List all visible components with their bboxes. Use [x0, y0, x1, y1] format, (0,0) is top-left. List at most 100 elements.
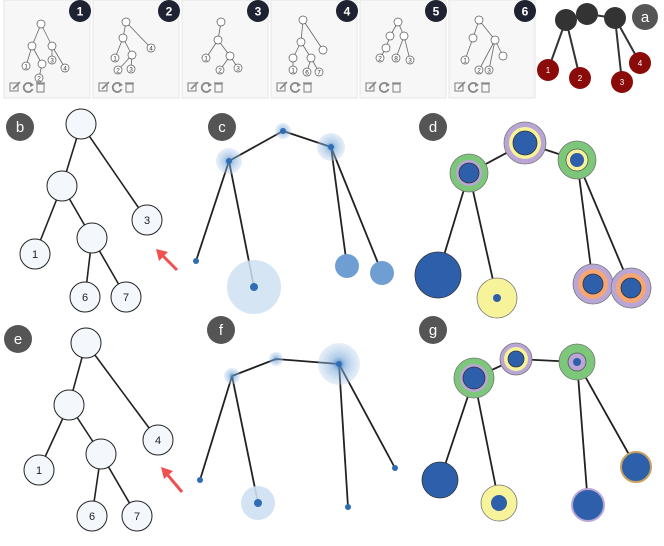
edit-icon[interactable]	[365, 81, 377, 92]
thumbnail-node	[47, 55, 57, 65]
thumbnail-leaf-label: 1	[204, 55, 208, 62]
panel-e-inner-node	[53, 389, 85, 421]
panel-a-leaf: 4	[629, 52, 651, 74]
thumbnail-leaf-label: 2	[116, 67, 120, 74]
refresh-icon[interactable]	[111, 82, 123, 93]
panel-b: 1 6 7 3 b	[6, 108, 179, 313]
thumbnail-leaf-label: 4	[149, 45, 153, 52]
thumbnail-leaf-label: 4	[63, 65, 67, 72]
svg-text:3: 3	[620, 78, 625, 87]
thumbnail-number-badge: 3	[247, 0, 269, 22]
trash-icon[interactable]	[36, 82, 45, 93]
panel-a-leaf: 1	[537, 59, 559, 81]
thumbnail-node	[393, 17, 403, 27]
node-dot	[336, 361, 342, 367]
thumbnail-number-badge: 6	[514, 0, 536, 22]
thumbnail-node	[302, 67, 312, 77]
thumbnail-node	[405, 55, 415, 65]
panel-b-leaf	[110, 281, 142, 313]
thumbnail-node	[474, 65, 484, 75]
refresh-icon[interactable]	[22, 82, 34, 93]
thumbnail-number-badge: 4	[336, 0, 358, 22]
refresh-icon[interactable]	[200, 82, 212, 93]
thumbnail-number-badge: 2	[158, 0, 180, 22]
thumbnail-leaf-label: 6	[305, 69, 309, 76]
thumbnail-node	[490, 35, 500, 45]
svg-text:6: 6	[522, 5, 529, 19]
refresh-icon[interactable]	[289, 82, 301, 93]
panel-b-leaf	[131, 204, 163, 236]
thumbnail-node	[34, 73, 44, 83]
panel-e-leaf	[76, 500, 108, 532]
svg-text:g: g	[429, 322, 437, 339]
edit-icon[interactable]	[454, 81, 466, 92]
thumbnail-node	[460, 55, 470, 65]
thumbnail-node	[498, 51, 508, 61]
edit-icon[interactable]	[187, 81, 199, 92]
thumbnail-leaf-label: 2	[477, 67, 481, 74]
thumbnail-node	[314, 67, 324, 77]
ring-node	[558, 343, 596, 381]
thumbnail-number-badge: 1	[69, 0, 91, 22]
edit-icon[interactable]	[98, 81, 110, 92]
thumbnail-node	[21, 61, 31, 71]
node-dot	[345, 504, 351, 510]
svg-text:1: 1	[546, 66, 551, 75]
node-dot	[193, 258, 199, 264]
ring-node	[557, 140, 597, 180]
svg-text:2: 2	[166, 5, 173, 19]
leaf-node	[414, 251, 462, 299]
panel-e-leaf-label: 7	[134, 511, 140, 523]
panel-e-inner-node	[85, 438, 117, 470]
svg-text:2: 2	[578, 74, 583, 83]
svg-text:c: c	[218, 119, 226, 136]
thumbnail-node	[468, 33, 478, 43]
thumbnail-leaf-label: 1	[463, 57, 467, 64]
thumbnail-node	[381, 43, 391, 53]
trash-icon[interactable]	[303, 82, 312, 93]
trash-icon[interactable]	[481, 82, 490, 93]
thumbnail-node	[288, 53, 298, 63]
panel-e-leaf-label: 6	[89, 511, 95, 523]
edit-icon[interactable]	[9, 81, 21, 92]
trash-icon[interactable]	[125, 82, 134, 93]
panel-a-leaf: 2	[569, 67, 591, 89]
red-arrow-icon	[161, 467, 184, 493]
svg-text:d: d	[429, 119, 437, 136]
panel-a-inner-node	[576, 3, 598, 25]
svg-text:5: 5	[433, 5, 440, 19]
thumbnail-node	[110, 53, 120, 63]
thumbnail-leaf-label: 1	[291, 67, 295, 74]
red-arrow-icon	[156, 249, 179, 272]
thumbnail-leaf-label: 1	[24, 63, 28, 70]
thumbnail-leaf-label: 3	[129, 66, 133, 73]
ring-node	[453, 357, 495, 399]
thumbnail-node	[233, 63, 243, 73]
panel-e: 1 6 7 4 e	[4, 325, 184, 532]
svg-text:3: 3	[255, 5, 262, 19]
thumbnail-node	[146, 43, 156, 53]
svg-text:4: 4	[344, 5, 351, 19]
thumbnail-leaf-label: 2	[37, 75, 41, 82]
trash-icon[interactable]	[392, 82, 401, 93]
refresh-icon[interactable]	[378, 82, 390, 93]
trash-icon[interactable]	[214, 82, 223, 93]
panel-b-inner-node	[76, 222, 108, 254]
svg-text:4: 4	[638, 59, 643, 68]
thumbnail-node	[288, 65, 298, 75]
panel-letter-badge: c	[208, 113, 236, 141]
thumbnail-node	[213, 35, 223, 45]
leaf-node	[421, 461, 459, 499]
thumbnail-node	[121, 17, 131, 27]
edit-icon[interactable]	[276, 81, 288, 92]
panel-b-leaf	[69, 281, 101, 313]
thumbnail-node	[375, 53, 385, 63]
refresh-icon[interactable]	[467, 82, 479, 93]
thumbnail-node	[27, 41, 37, 51]
